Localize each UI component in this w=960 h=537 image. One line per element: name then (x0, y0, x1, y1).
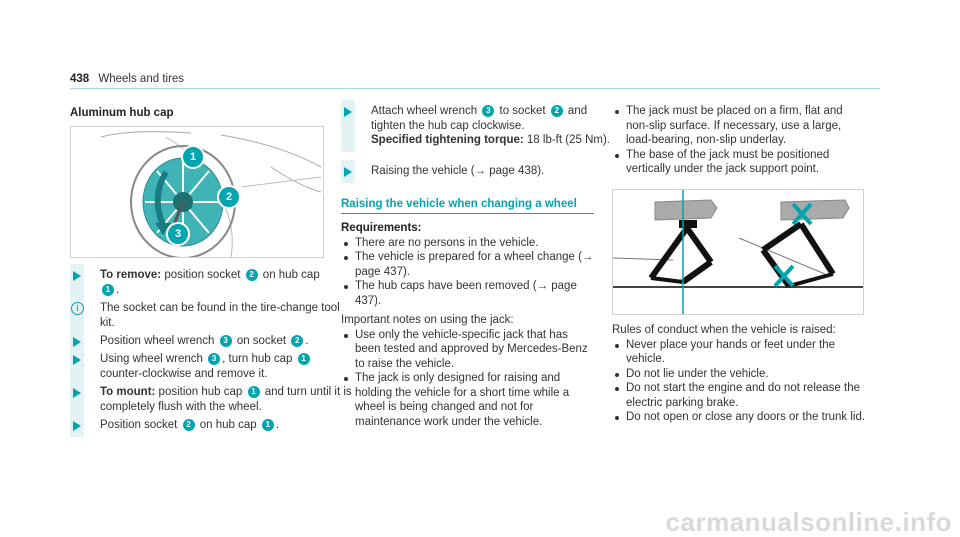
step-keyword: To mount: (100, 386, 156, 398)
ref-number: 2 (182, 419, 195, 431)
step-text: on hub cap (259, 269, 320, 281)
step-text: and tighten the hub cap clockwise. (371, 105, 588, 132)
rules-block: Rules of conduct when the vehicle is rai… (612, 323, 868, 425)
ref-number: 2 (245, 269, 258, 281)
step-position-wrench: Position wheel wrench 3 on socket 2. (70, 330, 352, 353)
step-arrow-icon (73, 337, 81, 347)
section-name: Wheels and tires (98, 73, 185, 85)
list-item: Do not start the engine and do not relea… (612, 381, 868, 410)
step-text: position socket (161, 269, 244, 281)
note-text: The socket can be found in the tire-chan… (100, 302, 340, 329)
ref-number: 2 (291, 335, 304, 347)
step-text: Position socket (100, 419, 181, 431)
jack-notes-list: Use only the vehicle-specific jack that … (341, 328, 594, 430)
step-keyword: To remove: (100, 269, 162, 281)
step-attach-wrench: Attach wheel wrench 3 to socket 2 and ti… (341, 100, 624, 152)
step-text: and turn until it is completely flush wi… (100, 386, 352, 413)
info-icon: i (71, 302, 84, 315)
ref-number: 1 (297, 353, 310, 365)
page-number: 438 (70, 73, 90, 85)
step-arrow-icon (73, 355, 81, 365)
step-arrow-icon (73, 388, 81, 398)
ref-number: 3 (219, 335, 232, 347)
watermark: carmanualsonline.info (665, 506, 952, 537)
list-item: The jack is only designed for raising an… (341, 371, 594, 429)
notes-intro: Important notes on using the jack: (341, 314, 514, 326)
note-socket-location: i The socket can be found in the tire-ch… (70, 299, 352, 332)
rules-list: Never place your hands or feet under the… (612, 338, 868, 425)
rules-intro: Rules of conduct when the vehicle is rai… (612, 324, 836, 336)
step-position-socket: Position socket 2 on hub cap 1. (70, 414, 352, 437)
callout-1: 1 (181, 145, 205, 169)
jack-placement-list: The jack must be placed on a firm, flat … (612, 104, 868, 177)
list-item: Do not open or close any doors or the tr… (612, 410, 868, 425)
section-rule (341, 213, 594, 214)
torque-value: 18 lb-ft (25 Nm). (523, 134, 610, 146)
header-rule (70, 88, 880, 89)
step-arrow-icon (73, 421, 81, 431)
list-item: The vehicle is prepared for a wheel chan… (341, 250, 594, 279)
step-bar (70, 348, 84, 385)
step-text: , turn hub cap (222, 353, 296, 365)
step-text: to socket (496, 105, 549, 117)
list-item: The base of the jack must be positioned … (612, 148, 868, 177)
step-text: on hub cap (196, 419, 260, 431)
step-text: Using wheel wrench (100, 353, 207, 365)
requirements-label: Requirements: (341, 222, 422, 234)
step-text: . (116, 283, 120, 296)
list-item: The jack must be placed on a firm, flat … (612, 104, 868, 148)
step-text: Attach wheel wrench (371, 105, 481, 117)
step-raise-vehicle: Raising the vehicle (→ page 438). (341, 160, 624, 183)
torque-label: Specified tightening torque: (371, 134, 524, 146)
list-item: The hub caps have been removed (→ page 4… (341, 279, 594, 308)
list-item: Do not lie under the vehicle. (612, 367, 868, 382)
list-item: Never place your hands or feet under the… (612, 338, 868, 367)
page-link[interactable]: Raising the vehicle (→ page 438). (371, 165, 545, 177)
step-arrow-icon (344, 167, 352, 177)
step-mount: To mount: position hub cap 1 and turn un… (70, 381, 352, 418)
hub-cap-illustration: 1 2 3 (70, 126, 324, 258)
step-bar (70, 381, 84, 418)
aluminum-hub-cap-heading: Aluminum hub cap (70, 107, 174, 119)
step-remove: To remove: position socket 2 on hub cap … (70, 264, 352, 301)
callout-2: 2 (217, 185, 241, 209)
requirements-block: Requirements: There are no persons in th… (341, 221, 594, 429)
section-title: Raising the vehicle when changing a whee… (341, 198, 577, 210)
ref-number: 3 (482, 105, 495, 117)
step-text: . (275, 419, 280, 431)
jack-placement-illustration (612, 189, 864, 315)
step-text: position hub cap (155, 386, 246, 398)
jack-drawing (613, 190, 863, 314)
ref-number: 1 (247, 386, 260, 398)
requirements-list: There are no persons in the vehicle. The… (341, 236, 594, 309)
step-text: Position wheel wrench (100, 335, 218, 347)
list-item: There are no persons in the vehicle. (341, 236, 594, 251)
jack-placement-block: The jack must be placed on a firm, flat … (612, 104, 868, 177)
ref-number: 2 (550, 105, 563, 117)
ref-number: 1 (102, 283, 114, 296)
step-turn-hub-cap: Using wheel wrench 3, turn hub cap 1 cou… (70, 348, 352, 385)
step-arrow-icon (73, 271, 81, 281)
step-bar (70, 264, 84, 301)
page-header: 438 Wheels and tires (70, 72, 184, 87)
ref-number: 1 (261, 419, 274, 431)
list-item: Use only the vehicle-specific jack that … (341, 328, 594, 372)
step-arrow-icon (344, 107, 352, 117)
callout-3: 3 (166, 222, 190, 246)
ref-number: 3 (208, 353, 221, 365)
step-text: . (305, 335, 309, 347)
step-text: on socket (233, 335, 290, 347)
step-text: counter-clockwise and remove it. (100, 367, 268, 380)
